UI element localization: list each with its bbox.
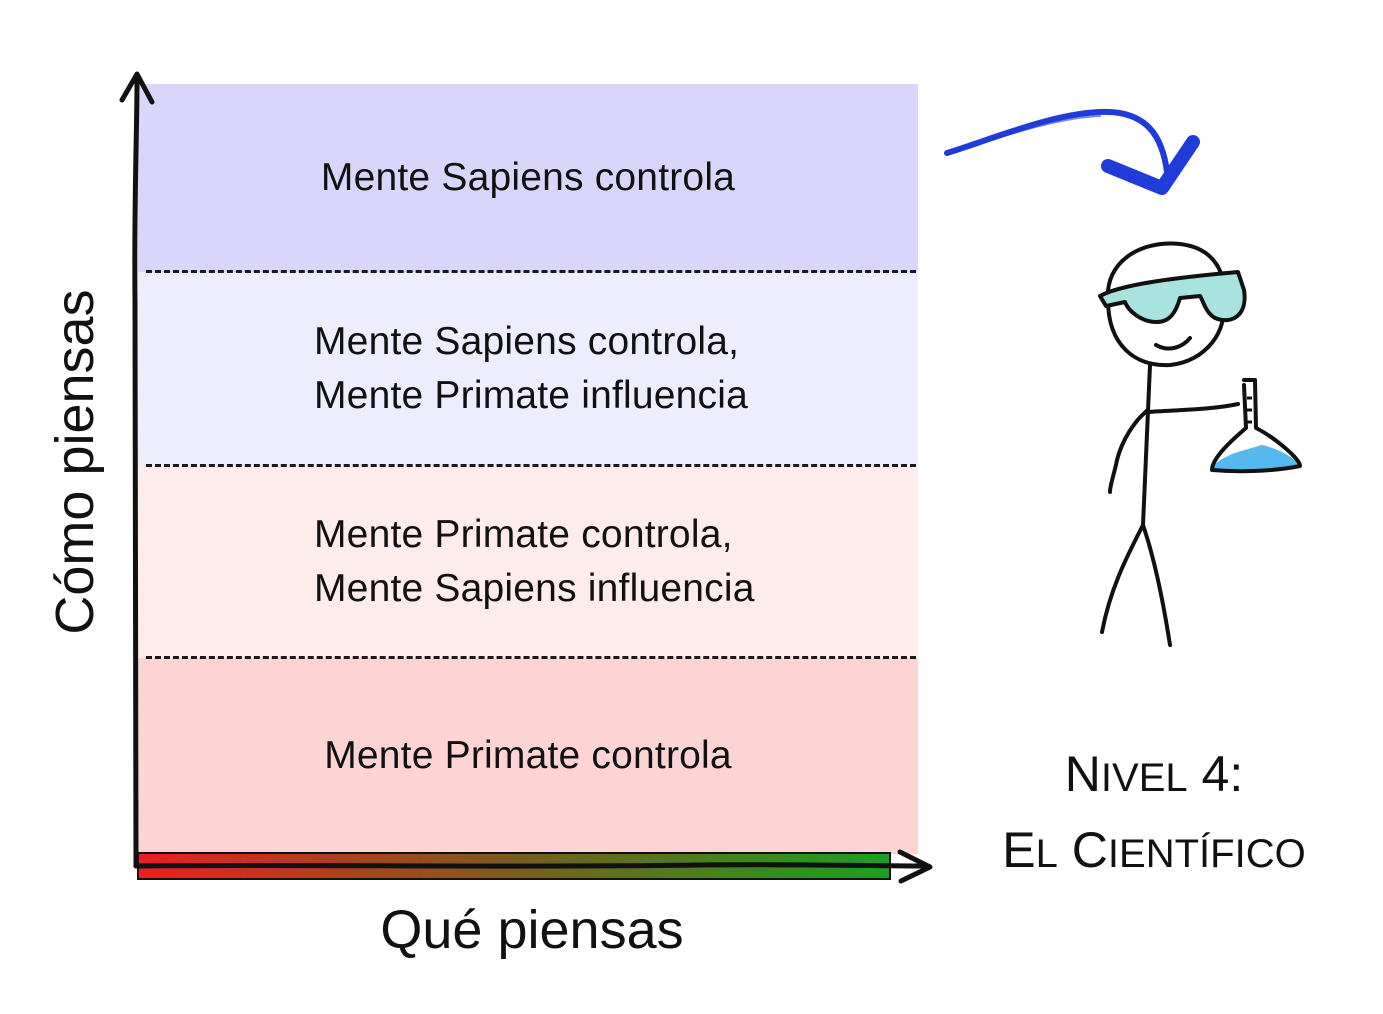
y-axis-arrowhead-icon xyxy=(119,71,155,105)
band-upper-middle-line-1: Mente Sapiens controla, xyxy=(314,320,740,363)
y-axis-label: Cómo piensas xyxy=(45,289,105,635)
goggles-icon xyxy=(1098,270,1247,324)
level-title-line-2: EL CIENTÍFICO xyxy=(1002,814,1305,890)
band-lower-middle-label: Mente Primate controla, Mente Sapiens in… xyxy=(314,508,755,616)
band-lower-middle-line-1: Mente Primate controla, xyxy=(314,513,733,556)
band-bottom-line-1: Mente Primate controla xyxy=(324,734,732,777)
x-axis-label: Qué piensas xyxy=(380,900,684,960)
level-title-line-1: NIVEL 4: xyxy=(1002,738,1305,814)
curved-arrow-icon xyxy=(944,108,1200,195)
level-title-line-1-suffix: 4: xyxy=(1187,746,1244,802)
level-title-line-1-prefix: N xyxy=(1064,746,1101,802)
level-title-line-2-c: C xyxy=(1057,822,1108,878)
y-axis-line xyxy=(132,77,140,869)
band-bottom-label: Mente Primate controla xyxy=(138,729,918,783)
band-top-label: Mente Sapiens controla xyxy=(138,151,918,205)
flask-icon xyxy=(1210,378,1302,474)
band-top-line-1: Mente Sapiens controla xyxy=(320,156,736,199)
divider-2 xyxy=(146,464,916,467)
level-title-line-2-d: IENTÍFICO xyxy=(1107,832,1306,876)
band-upper-middle: Mente Sapiens controla, Mente Primate in… xyxy=(138,272,918,466)
level-title-line-2-b: L xyxy=(1035,832,1058,876)
band-top: Mente Sapiens controla xyxy=(138,84,918,272)
divider-1 xyxy=(146,270,916,273)
x-axis-arrowhead-icon xyxy=(897,849,933,884)
band-lower-middle: Mente Primate controla, Mente Sapiens in… xyxy=(138,466,918,658)
level-title-line-1-rest: IVEL xyxy=(1100,756,1188,800)
band-bottom: Mente Primate controla xyxy=(138,658,918,854)
band-upper-middle-label: Mente Sapiens controla, Mente Primate in… xyxy=(314,315,748,423)
level-title-line-2-a: E xyxy=(1002,822,1036,878)
band-lower-middle-line-2: Mente Sapiens influencia xyxy=(314,567,755,610)
divider-3 xyxy=(146,656,916,659)
band-upper-middle-line-2: Mente Primate influencia xyxy=(314,374,749,417)
level-title: NIVEL 4: EL CIENTÍFICO xyxy=(1002,738,1305,890)
x-axis-line xyxy=(133,862,928,869)
